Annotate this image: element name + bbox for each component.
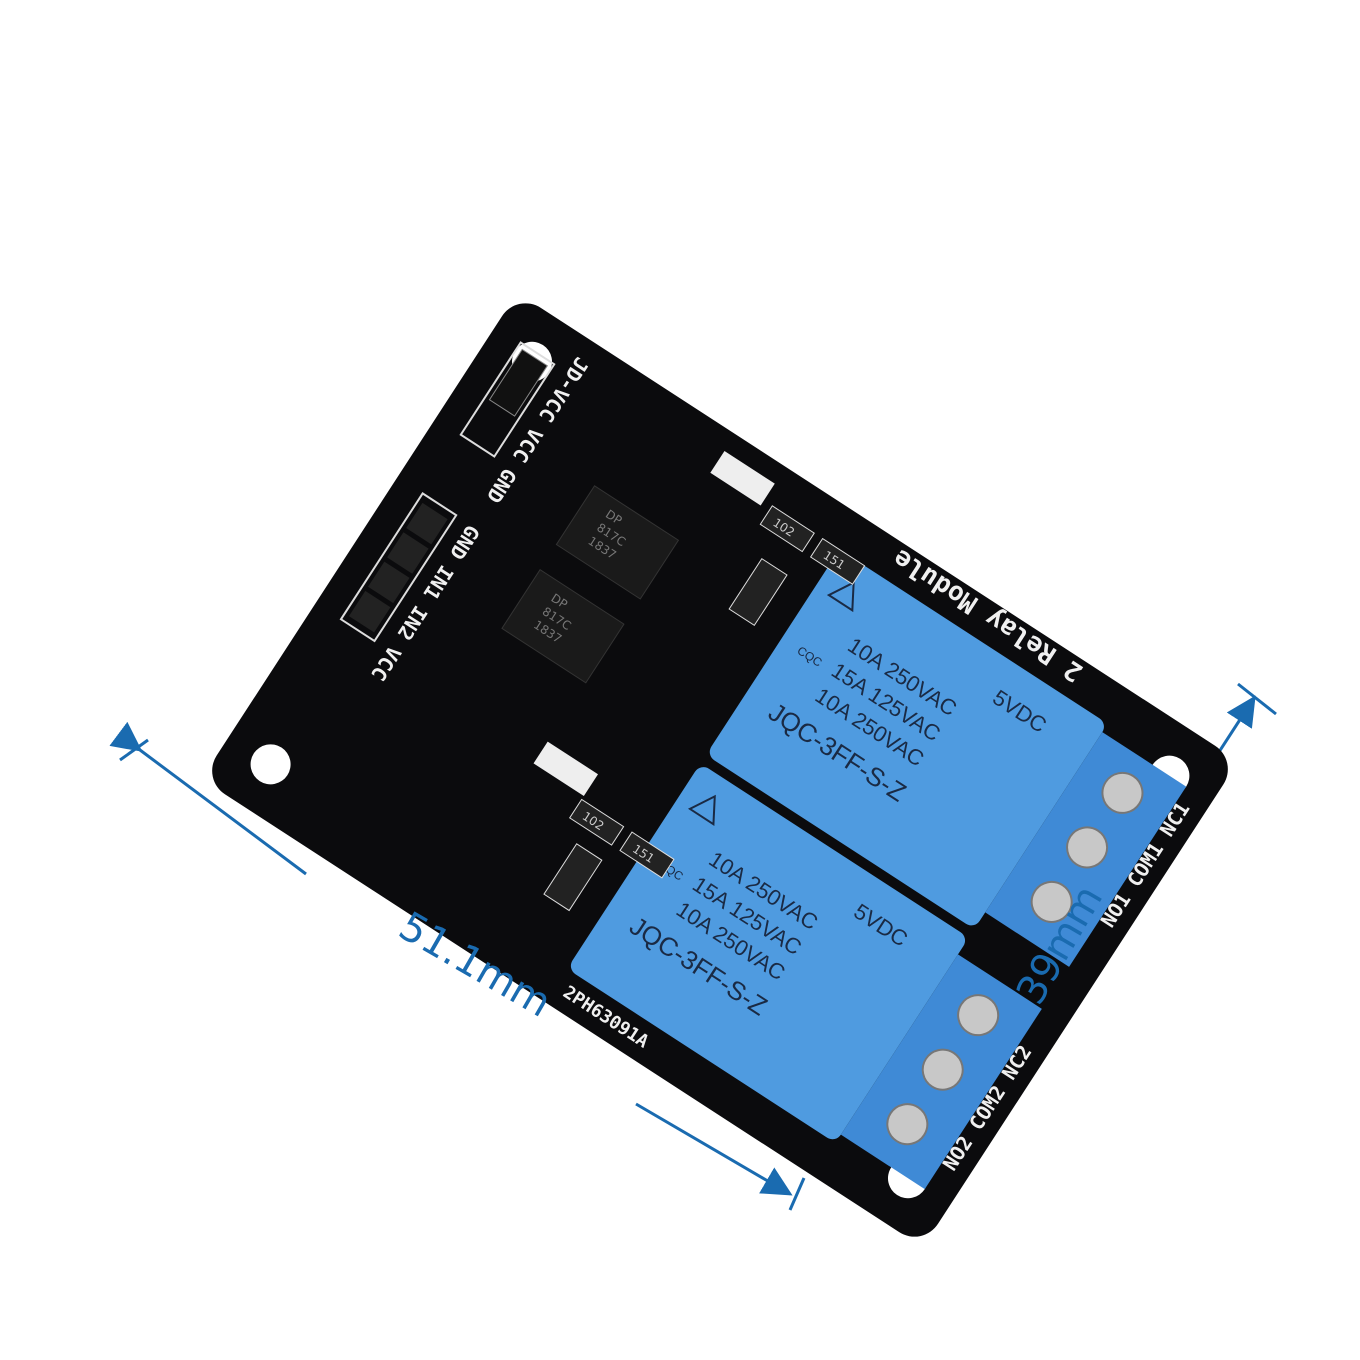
relay-1-warning-icon	[826, 580, 855, 613]
mounting-hole-bottom-left	[250, 744, 291, 785]
terminal-block-1	[985, 732, 1187, 967]
optocoupler-1: DP 817C 1837	[555, 485, 680, 600]
header-pin-gnd[interactable]	[406, 502, 448, 545]
pcb-board: 5VDC 10A 250VAC 15A 125VAC 10A 250VAC JQ…	[212, 303, 1228, 1237]
smd-resistor-2	[809, 537, 866, 585]
width-tick-right	[788, 1177, 806, 1211]
terminal-screw-nc2[interactable]	[950, 987, 1005, 1042]
width-tick-left	[119, 738, 149, 762]
terminal-screw-nc1[interactable]	[1095, 765, 1150, 820]
header-pin-in1[interactable]	[387, 532, 429, 574]
height-tick-top	[1237, 682, 1277, 716]
smd-resistor-3	[568, 798, 625, 846]
terminal-screw-no1[interactable]	[1024, 874, 1079, 929]
smd-resistor-1	[759, 505, 815, 553]
width-arrow-left	[109, 721, 307, 876]
smd-transistor-2	[543, 843, 603, 912]
terminal-block-2	[840, 954, 1042, 1190]
input-header-outline	[339, 492, 458, 643]
smd-led-2	[533, 741, 599, 797]
terminal-screw-com2[interactable]	[915, 1042, 970, 1097]
smd-transistor-1	[728, 558, 788, 627]
header-pin-in2[interactable]	[368, 561, 410, 604]
optocoupler-2-body	[501, 568, 625, 684]
width-arrow-right	[635, 1102, 793, 1196]
optocoupler-1-body	[555, 485, 680, 600]
terminal-screw-com1[interactable]	[1059, 820, 1114, 875]
smd-led-1	[710, 450, 775, 506]
jumper-cap[interactable]	[488, 348, 549, 417]
smd-resistor-4	[619, 831, 675, 879]
width-dimension-arrows	[109, 721, 806, 1211]
jumper-outline	[459, 341, 556, 458]
relay-1: 5VDC 10A 250VAC 15A 125VAC 10A 250VAC JQ…	[709, 553, 1104, 926]
relay-2-warning-icon	[687, 794, 716, 826]
header-pin-vcc[interactable]	[348, 590, 391, 633]
terminal-screw-no2[interactable]	[880, 1096, 935, 1151]
relay-1-body	[709, 553, 1104, 926]
optocoupler-2: DP 817C 1837	[501, 568, 625, 684]
